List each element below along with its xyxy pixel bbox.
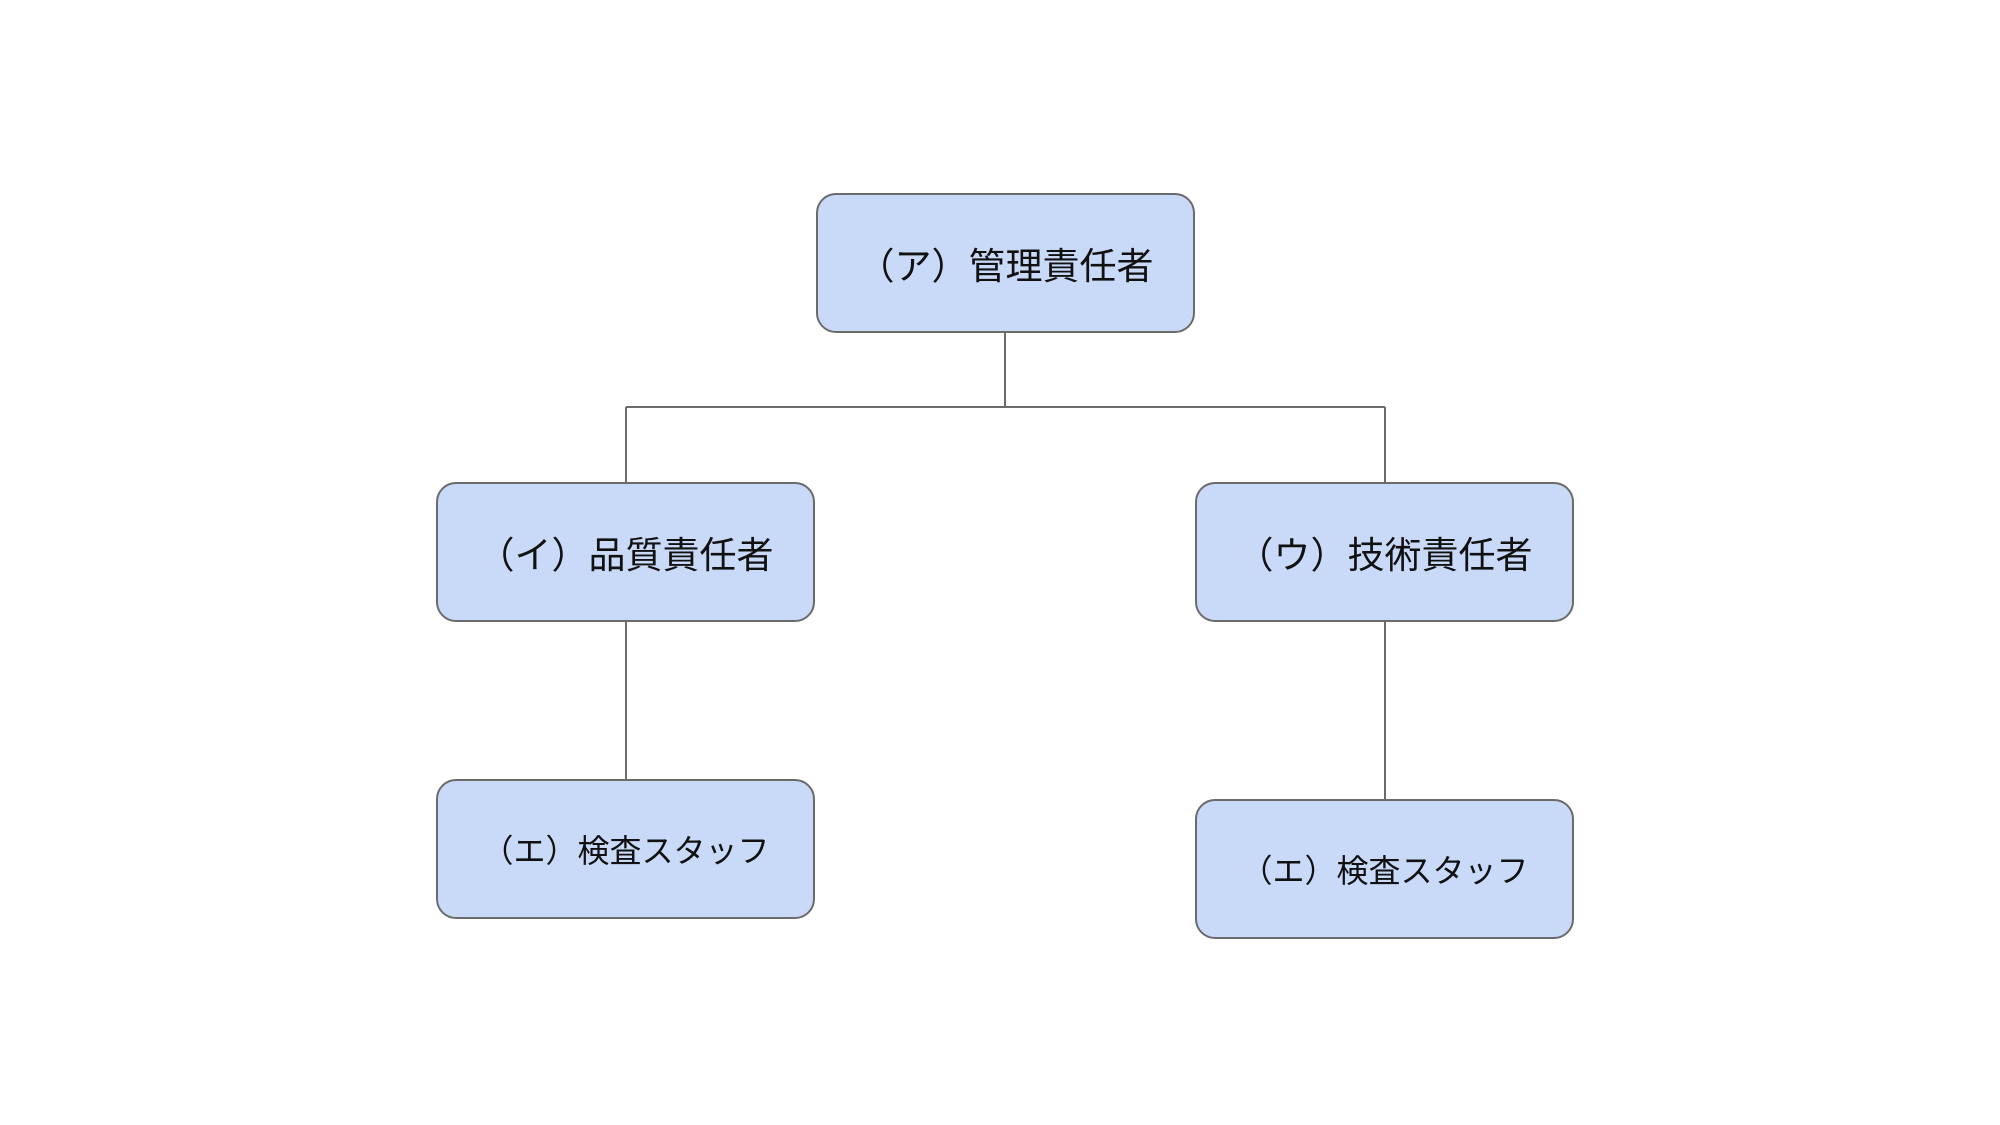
node-label: （ウ）技術責任者 (1236, 534, 1533, 577)
node-label: （エ）検査スタッフ (481, 832, 770, 870)
node-technical-manager: （ウ）技術責任者 (1195, 482, 1574, 622)
node-label: （ア）管理責任者 (857, 245, 1154, 288)
node-label: （イ）品質責任者 (477, 534, 774, 577)
node-label: （エ）検査スタッフ (1240, 852, 1529, 890)
node-quality-manager: （イ）品質責任者 (436, 482, 815, 622)
node-management-manager: （ア）管理責任者 (816, 193, 1195, 333)
node-inspection-staff-left: （エ）検査スタッフ (436, 779, 815, 919)
node-inspection-staff-right: （エ）検査スタッフ (1195, 799, 1574, 939)
